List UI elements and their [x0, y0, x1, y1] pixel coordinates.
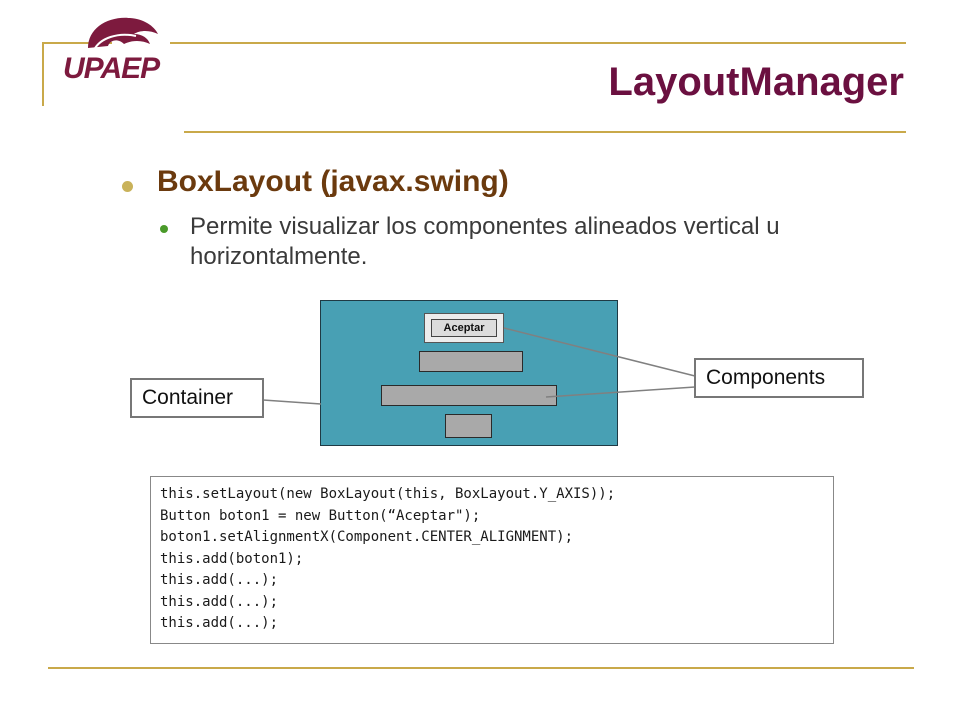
section-description: Permite visualizar los componentes aline…: [190, 213, 780, 270]
left-rule: [42, 42, 44, 106]
page-title: LayoutManager: [608, 60, 904, 104]
subheading-bullet: [160, 225, 168, 233]
eagle-logo-icon: [88, 17, 158, 51]
components-callout: Components: [694, 358, 864, 398]
section-heading: BoxLayout (javax.swing): [157, 165, 509, 198]
logo-text: UPAEP: [63, 52, 160, 85]
container-callout: Container: [130, 378, 264, 418]
code-line: this.add(boton1);: [160, 550, 304, 567]
component-bar-1: [419, 351, 523, 372]
component-bar-3: [445, 414, 492, 438]
heading-bullet: [122, 181, 133, 192]
code-line: boton1.setAlignmentX(Component.CENTER_AL…: [160, 529, 574, 545]
code-line: this.add(...);: [160, 615, 279, 631]
aceptar-button-label: Aceptar: [443, 322, 485, 334]
component-bar-2: [381, 385, 557, 406]
code-block: this.setLayout(new BoxLayout(this, BoxLa…: [150, 476, 834, 644]
aceptar-button-frame: Aceptar: [424, 313, 504, 343]
code-line: this.add(...);: [160, 572, 279, 588]
code-line: this.add(...);: [160, 593, 279, 610]
code-line: this.setLayout(new BoxLayout(this, BoxLa…: [160, 486, 616, 502]
footer-rule: [48, 667, 914, 669]
upaep-logo: UPAEP: [58, 8, 168, 92]
aceptar-button: Aceptar: [431, 319, 497, 337]
components-label: Components: [706, 366, 826, 389]
top-rule-right: [170, 42, 906, 44]
code-line: Button boton1 = new Button(“Aceptar");: [160, 507, 481, 524]
container-label: Container: [142, 386, 234, 409]
top-rule: [42, 42, 112, 44]
title-underline: [184, 131, 906, 133]
